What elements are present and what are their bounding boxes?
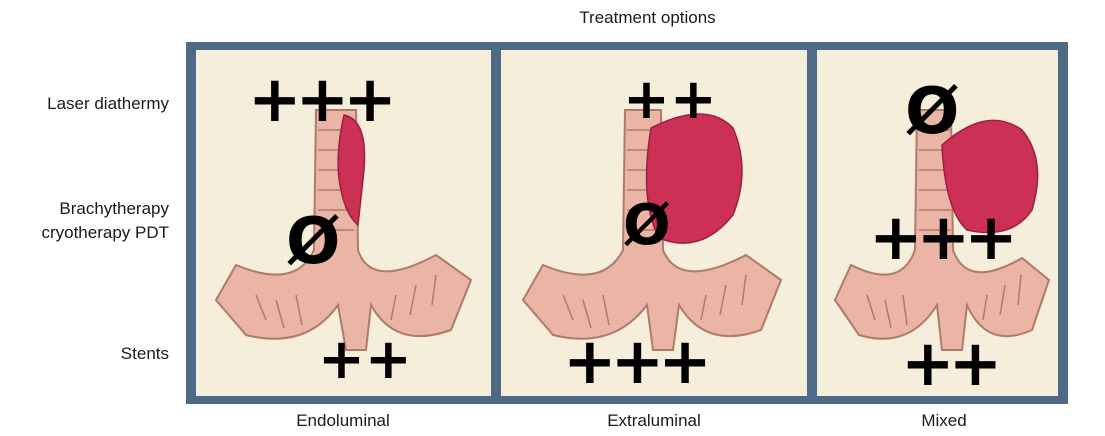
rating-brachy-extraluminal: Ø [623, 198, 671, 254]
panel-extraluminal: ++ Ø +++ [501, 50, 807, 396]
diagram-title: Treatment options [0, 8, 1105, 28]
rating-laser-mixed: Ø [905, 80, 953, 144]
row-label-brachy: Brachytherapy cryotherapy PDT [41, 197, 169, 245]
row-label-laser: Laser diathermy [47, 92, 169, 116]
panel-endoluminal: +++ Ø ++ [196, 50, 491, 396]
row-label-stents: Stents [121, 342, 169, 366]
rating-brachy-endoluminal: Ø [286, 210, 334, 274]
rating-laser-extraluminal: ++ [623, 72, 717, 128]
rating-stents-mixed: ++ [901, 332, 996, 396]
column-label-mixed: Mixed [794, 411, 1094, 431]
rating-laser-endoluminal: +++ [248, 68, 391, 132]
panel-mixed: Ø +++ ++ [817, 50, 1058, 396]
rating-stents-extraluminal: +++ [563, 330, 706, 394]
column-label-extraluminal: Extraluminal [504, 411, 804, 431]
column-label-endoluminal: Endoluminal [193, 411, 493, 431]
rating-brachy-mixed: +++ [869, 206, 1012, 270]
rating-stents-endoluminal: ++ [318, 332, 412, 388]
panels-frame: +++ Ø ++ ++ Ø +++ Ø +++ ++ [186, 42, 1068, 404]
